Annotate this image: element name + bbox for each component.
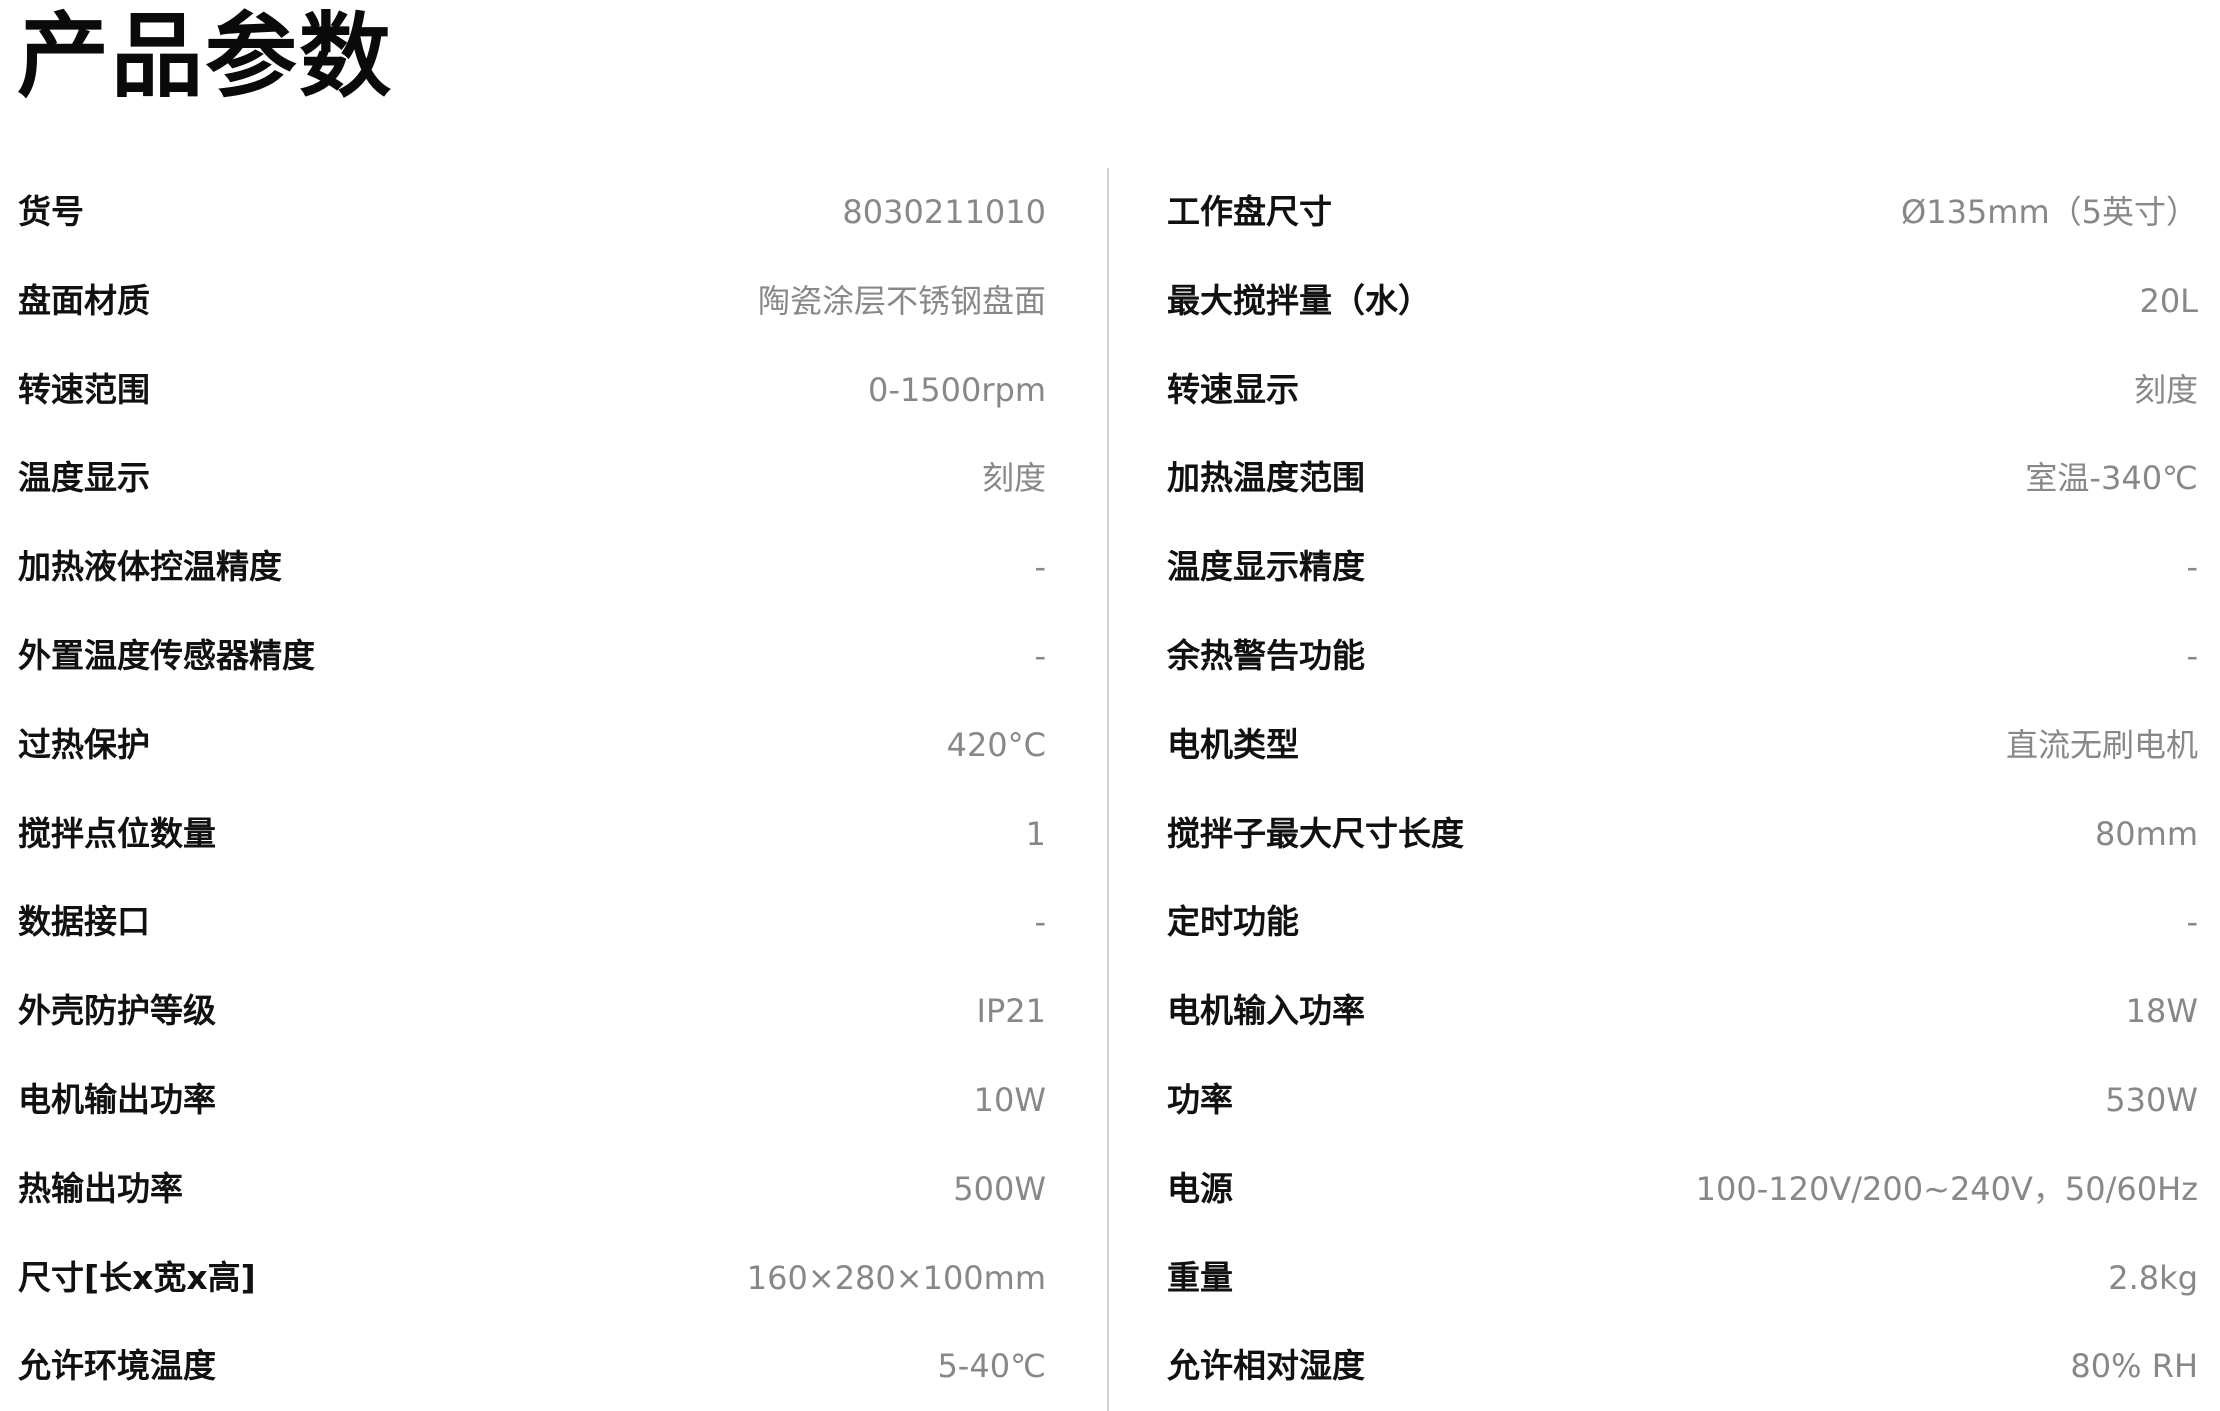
spec-label: 转速范围 (18, 369, 150, 409)
spec-label: 温度显示 (18, 458, 150, 498)
spec-row: 外壳防护等级 IP21 (18, 967, 1046, 1056)
spec-label: 余热警告功能 (1167, 635, 1365, 675)
spec-label: 货号 (18, 192, 84, 231)
spec-value: 0-1500rpm (868, 370, 1046, 409)
spec-value: - (1034, 903, 1046, 942)
spec-label: 搅拌子最大尺寸长度 (1167, 813, 1464, 853)
spec-row: 定时功能 - (1167, 878, 2198, 967)
spec-value: 100-120V/200~240V，50/60Hz (1695, 1169, 2198, 1208)
spec-value: - (2186, 636, 2198, 675)
spec-value: 80% RH (2070, 1347, 2198, 1386)
spec-value: 18W (2125, 992, 2198, 1031)
spec-label: 电机类型 (1167, 724, 1299, 764)
spec-label: 转速显示 (1167, 369, 1299, 409)
spec-label: 重量 (1167, 1257, 1233, 1297)
spec-column-left: 货号 8030211010 盘面材质 陶瓷涂层不锈钢盘面 转速范围 0-1500… (18, 168, 1046, 1411)
spec-row: 允许环境温度 5-40℃ (18, 1322, 1046, 1411)
spec-value: 8030211010 (842, 193, 1046, 231)
spec-column-right: 工作盘尺寸 Ø135mm（5英寸） 最大搅拌量（水） 20L 转速显示 刻度 加… (1167, 168, 2198, 1411)
spec-label: 外置温度传感器精度 (18, 635, 315, 675)
spec-value: 室温-340℃ (2025, 459, 2198, 498)
spec-value: 10W (973, 1080, 1046, 1119)
spec-label: 尺寸[长x宽x高] (18, 1257, 256, 1297)
spec-value: 530W (2105, 1080, 2198, 1119)
spec-row: 加热温度范围 室温-340℃ (1167, 434, 2198, 523)
spec-value: 刻度 (2133, 370, 2198, 409)
spec-row: 转速范围 0-1500rpm (18, 346, 1046, 435)
spec-row: 工作盘尺寸 Ø135mm（5英寸） (1167, 168, 2198, 257)
spec-label: 最大搅拌量（水） (1167, 280, 1431, 320)
column-divider (1107, 168, 1109, 1411)
spec-row: 温度显示 刻度 (18, 434, 1046, 523)
spec-value: - (1034, 636, 1046, 675)
spec-value: 2.8kg (2108, 1258, 2198, 1297)
spec-row: 转速显示 刻度 (1167, 346, 2198, 435)
spec-value: 160×280×100mm (746, 1258, 1046, 1297)
spec-value: 420°C (946, 725, 1046, 764)
spec-label: 定时功能 (1167, 902, 1299, 942)
spec-label: 热输出功率 (18, 1168, 183, 1208)
spec-label: 温度显示精度 (1167, 547, 1365, 587)
spec-row: 电机输入功率 18W (1167, 967, 2198, 1056)
spec-row: 功率 530W (1167, 1056, 2198, 1145)
spec-row: 数据接口 - (18, 878, 1046, 967)
spec-row: 外置温度传感器精度 - (18, 612, 1046, 701)
spec-value: - (1034, 548, 1046, 587)
spec-row: 重量 2.8kg (1167, 1234, 2198, 1323)
spec-row: 最大搅拌量（水） 20L (1167, 257, 2198, 346)
spec-row: 允许相对湿度 80% RH (1167, 1322, 2198, 1411)
spec-value: IP21 (976, 992, 1046, 1031)
spec-row: 过热保护 420°C (18, 701, 1046, 790)
spec-row: 尺寸[长x宽x高] 160×280×100mm (18, 1234, 1046, 1323)
spec-value: 20L (2139, 281, 2198, 320)
spec-row: 盘面材质 陶瓷涂层不锈钢盘面 (18, 257, 1046, 346)
spec-row: 电源 100-120V/200~240V，50/60Hz (1167, 1145, 2198, 1234)
spec-label: 电源 (1167, 1168, 1233, 1208)
spec-label: 搅拌点位数量 (18, 813, 216, 853)
spec-value: - (2186, 548, 2198, 587)
spec-row: 余热警告功能 - (1167, 612, 2198, 701)
spec-value: 直流无刷电机 (2005, 725, 2198, 764)
spec-label: 功率 (1167, 1079, 1233, 1119)
spec-label: 加热液体控温精度 (18, 547, 282, 587)
spec-row: 货号 8030211010 (18, 168, 1046, 257)
spec-value: 5-40℃ (937, 1347, 1046, 1386)
spec-value: 80mm (2094, 814, 2198, 853)
spec-row: 电机输出功率 10W (18, 1056, 1046, 1145)
spec-row: 搅拌子最大尺寸长度 80mm (1167, 790, 2198, 879)
spec-value: 陶瓷涂层不锈钢盘面 (757, 281, 1046, 320)
spec-label: 过热保护 (18, 724, 150, 764)
spec-value: Ø135mm（5英寸） (1901, 193, 2198, 231)
spec-label: 外壳防护等级 (18, 991, 216, 1031)
spec-value: - (2186, 903, 2198, 942)
spec-value: 刻度 (981, 459, 1046, 498)
spec-row: 电机类型 直流无刷电机 (1167, 701, 2198, 790)
spec-label: 工作盘尺寸 (1167, 192, 1332, 231)
spec-label: 允许相对湿度 (1167, 1346, 1365, 1386)
spec-label: 允许环境温度 (18, 1346, 216, 1386)
spec-row: 热输出功率 500W (18, 1145, 1046, 1234)
spec-label: 加热温度范围 (1167, 458, 1365, 498)
page-title: 产品参数 (17, 3, 394, 110)
spec-value: 1 (1025, 814, 1046, 853)
spec-label: 电机输出功率 (18, 1079, 216, 1119)
spec-row: 搅拌点位数量 1 (18, 790, 1046, 879)
spec-label: 盘面材质 (18, 280, 150, 320)
spec-value: 500W (953, 1169, 1046, 1208)
spec-row: 温度显示精度 - (1167, 523, 2198, 612)
spec-label: 电机输入功率 (1167, 991, 1365, 1031)
spec-row: 加热液体控温精度 - (18, 523, 1046, 612)
spec-label: 数据接口 (18, 902, 150, 942)
